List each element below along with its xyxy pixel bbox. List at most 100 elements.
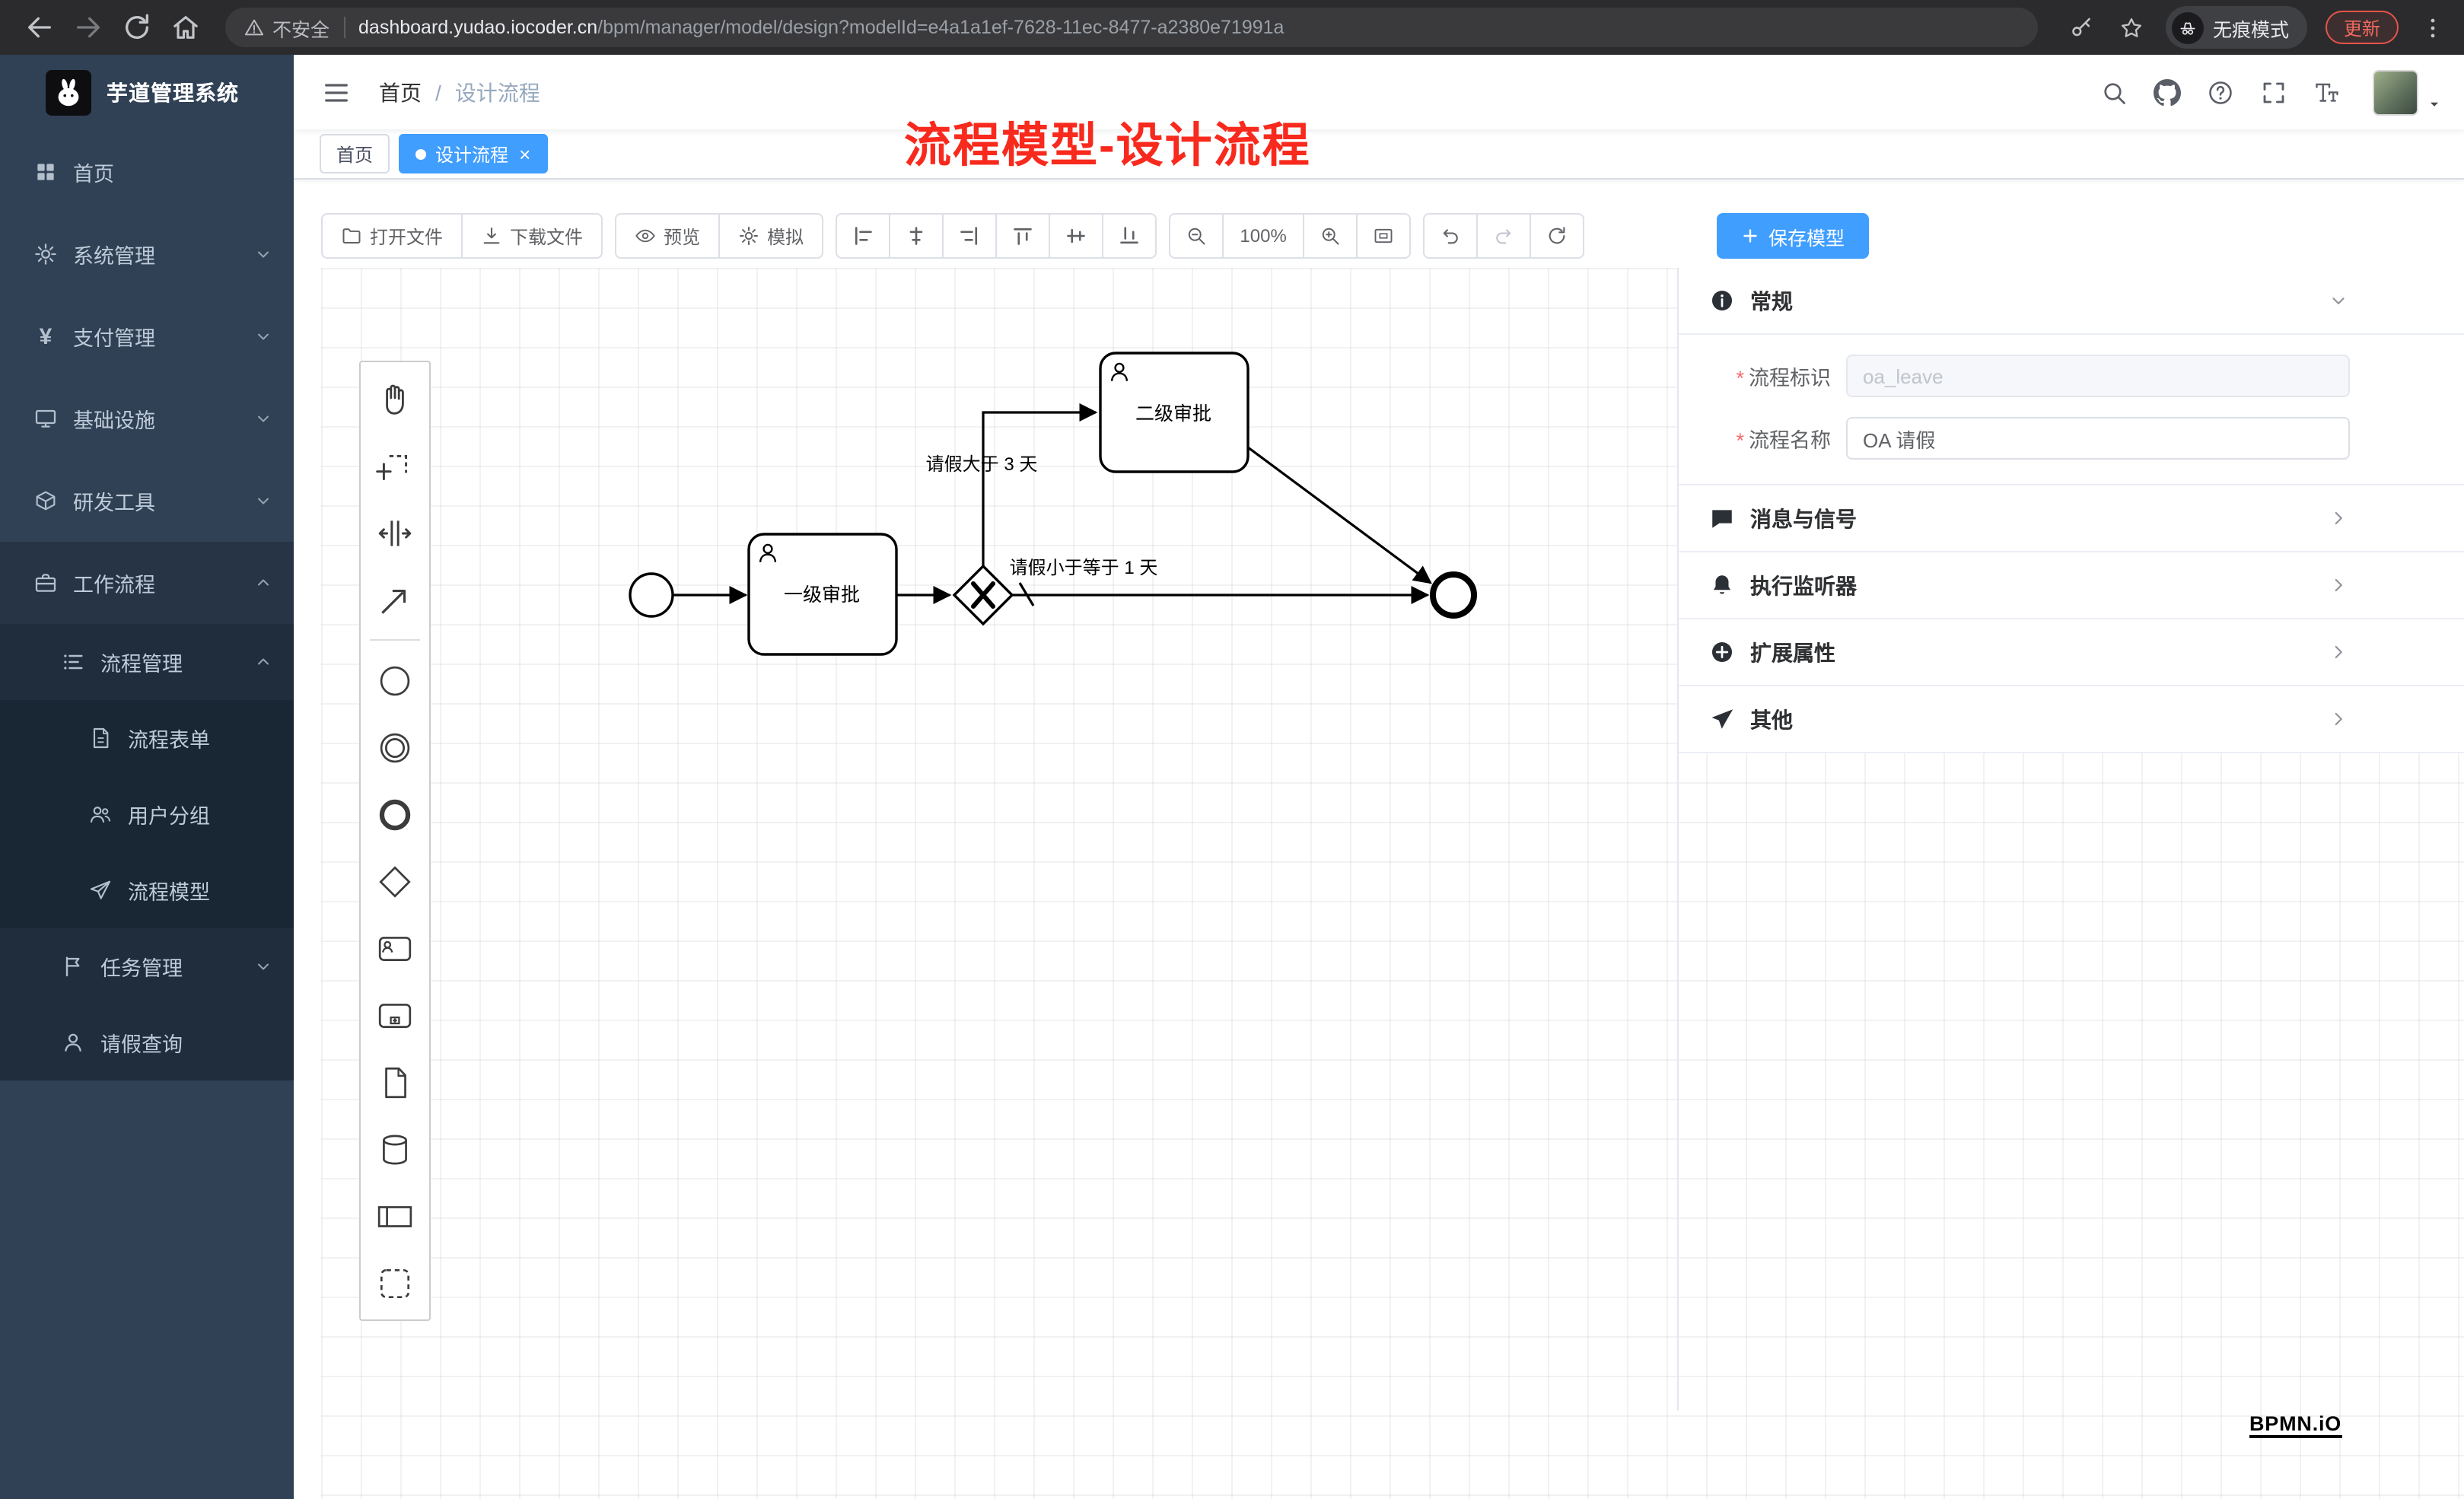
align-left-button[interactable] bbox=[836, 213, 891, 259]
palette-group[interactable] bbox=[361, 1249, 429, 1316]
palette-subprocess[interactable] bbox=[361, 982, 429, 1049]
browser-update-button[interactable]: 更新 bbox=[2325, 11, 2399, 44]
palette-start-event[interactable] bbox=[361, 647, 429, 714]
palette-gateway[interactable] bbox=[361, 848, 429, 915]
font-size-icon[interactable] bbox=[2313, 78, 2341, 106]
zoom-out-button[interactable] bbox=[1169, 213, 1224, 259]
sidebar-item-user-group[interactable]: 用户分组 bbox=[0, 776, 294, 852]
task-first-approval[interactable] bbox=[747, 533, 898, 656]
sidebar-item-leave-query[interactable]: 请假查询 bbox=[0, 1004, 294, 1080]
tag-view-bar: 首页 设计流程 × bbox=[294, 129, 2464, 180]
plus-icon bbox=[1741, 227, 1759, 245]
palette-intermediate-event[interactable] bbox=[361, 714, 429, 781]
incognito-chip[interactable]: 无痕模式 bbox=[2165, 6, 2307, 49]
sidebar-item-process-form[interactable]: 流程表单 bbox=[0, 700, 294, 776]
download-file-button[interactable]: 下载文件 bbox=[461, 213, 603, 259]
palette-hand-tool[interactable] bbox=[361, 365, 429, 432]
palette-data-object[interactable] bbox=[361, 1049, 429, 1115]
flow-task2-to-end[interactable] bbox=[1247, 446, 1432, 584]
sidebar-item-payment[interactable]: ¥ 支付管理 bbox=[0, 295, 294, 377]
simulate-button[interactable]: 模拟 bbox=[718, 213, 824, 259]
sidebar-logo[interactable]: 芋道管理系统 bbox=[0, 55, 294, 131]
help-icon[interactable] bbox=[2207, 78, 2234, 106]
align-top-icon bbox=[1012, 225, 1033, 247]
sidebar-item-label: 工作流程 bbox=[73, 574, 155, 597]
security-label[interactable]: 不安全 bbox=[272, 19, 330, 40]
bookmark-star-icon[interactable] bbox=[2119, 14, 2144, 40]
annotation-text: 流程模型-设计流程 bbox=[904, 119, 1311, 172]
align-top-button[interactable] bbox=[995, 213, 1051, 259]
bpmn-io-watermark[interactable]: BPMN.iO bbox=[2249, 1412, 2342, 1438]
sidebar-item-devtools[interactable]: 研发工具 bbox=[0, 460, 294, 542]
panel-divider bbox=[1677, 268, 1679, 1411]
section-messages-signals[interactable]: 消息与信号 bbox=[1679, 485, 2464, 552]
undo-button[interactable] bbox=[1423, 213, 1479, 259]
palette-space-tool[interactable] bbox=[361, 499, 429, 566]
browser-forward-icon[interactable] bbox=[73, 12, 103, 43]
browser-home-icon[interactable] bbox=[170, 12, 201, 43]
palette-connect-tool[interactable] bbox=[361, 566, 429, 633]
sidebar-item-process-model[interactable]: 流程模型 bbox=[0, 852, 294, 928]
palette-end-event[interactable] bbox=[361, 781, 429, 848]
breadcrumb-home[interactable]: 首页 bbox=[379, 80, 422, 104]
sidebar-item-process-mgmt[interactable]: 流程管理 bbox=[0, 624, 294, 700]
address-bar[interactable]: 不安全 dashboard.yudao.iocoder.cn/bpm/manag… bbox=[225, 8, 2038, 47]
browser-back-icon[interactable] bbox=[24, 12, 55, 43]
chevron-right-icon bbox=[2329, 642, 2348, 662]
condition-label-gt3[interactable]: 请假大于 3 天 bbox=[926, 454, 1038, 475]
section-general[interactable]: 常规 bbox=[1679, 268, 2464, 335]
palette-lasso-tool[interactable] bbox=[361, 432, 429, 499]
zoom-in-button[interactable] bbox=[1303, 213, 1358, 259]
update-label: 更新 bbox=[2343, 18, 2380, 39]
url-path: /bpm/manager/model/design?modelId=e4a1a1… bbox=[597, 17, 1285, 38]
align-right-button[interactable] bbox=[942, 213, 998, 259]
password-key-icon[interactable] bbox=[2068, 14, 2094, 40]
avatar[interactable] bbox=[2373, 69, 2418, 115]
user-menu[interactable] bbox=[2373, 69, 2443, 115]
bpmn-toolbar: 打开文件 下载文件 预览 模拟 bbox=[321, 213, 1869, 259]
zoom-fit-button[interactable] bbox=[1356, 213, 1412, 259]
align-bottom-button[interactable] bbox=[1102, 213, 1157, 259]
open-file-button[interactable]: 打开文件 bbox=[321, 213, 463, 259]
zoom-level[interactable]: 100% bbox=[1222, 213, 1305, 259]
required-asterisk: * bbox=[1736, 367, 1744, 390]
sidebar-item-home[interactable]: 首页 bbox=[0, 131, 294, 213]
condition-label-le1[interactable]: 请假小于等于 1 天 bbox=[1010, 558, 1158, 578]
github-icon[interactable] bbox=[2154, 78, 2181, 106]
tab-design-process[interactable]: 设计流程 × bbox=[399, 134, 548, 173]
task-second-approval-label: 二级审批 bbox=[1135, 403, 1211, 425]
preview-button[interactable]: 预览 bbox=[615, 213, 721, 259]
section-extended-properties[interactable]: 扩展属性 bbox=[1679, 619, 2464, 686]
align-right-icon bbox=[959, 225, 980, 247]
fullscreen-icon[interactable] bbox=[2260, 78, 2287, 106]
section-execution-listeners[interactable]: 执行监听器 bbox=[1679, 552, 2464, 619]
align-center-button[interactable] bbox=[889, 213, 944, 259]
close-icon[interactable]: × bbox=[519, 142, 531, 165]
default-flow-marker bbox=[1018, 582, 1035, 606]
palette-data-store[interactable] bbox=[361, 1115, 429, 1182]
omnibox-divider bbox=[343, 17, 345, 38]
sidebar-collapse-icon[interactable] bbox=[321, 77, 352, 107]
sidebar-item-system[interactable]: 系统管理 bbox=[0, 213, 294, 295]
search-icon[interactable] bbox=[2100, 78, 2128, 106]
task-second-approval[interactable] bbox=[1099, 352, 1250, 473]
sidebar-item-workflow[interactable]: 工作流程 bbox=[0, 542, 294, 624]
flow-gateway-to-task2[interactable] bbox=[982, 403, 1098, 566]
chevron-down-icon bbox=[254, 492, 272, 510]
align-middle-button[interactable] bbox=[1049, 213, 1104, 259]
restart-button[interactable] bbox=[1530, 213, 1585, 259]
chevron-right-icon bbox=[2329, 709, 2348, 729]
section-other[interactable]: 其他 bbox=[1679, 686, 2464, 753]
sidebar-item-task-mgmt[interactable]: 任务管理 bbox=[0, 928, 294, 1004]
browser-reload-icon[interactable] bbox=[122, 12, 152, 43]
browser-menu-dots-icon[interactable] bbox=[2420, 14, 2446, 40]
start-event[interactable] bbox=[629, 572, 674, 618]
sidebar-item-label: 流程表单 bbox=[128, 729, 210, 752]
palette-participant-pool[interactable] bbox=[361, 1182, 429, 1249]
tab-home[interactable]: 首页 bbox=[320, 134, 390, 173]
save-model-button[interactable]: 保存模型 bbox=[1716, 213, 1869, 259]
palette-user-task[interactable] bbox=[361, 915, 429, 982]
sidebar-item-infrastructure[interactable]: 基础设施 bbox=[0, 377, 294, 460]
end-event[interactable] bbox=[1430, 571, 1477, 619]
process-name-input[interactable] bbox=[1846, 417, 2350, 460]
